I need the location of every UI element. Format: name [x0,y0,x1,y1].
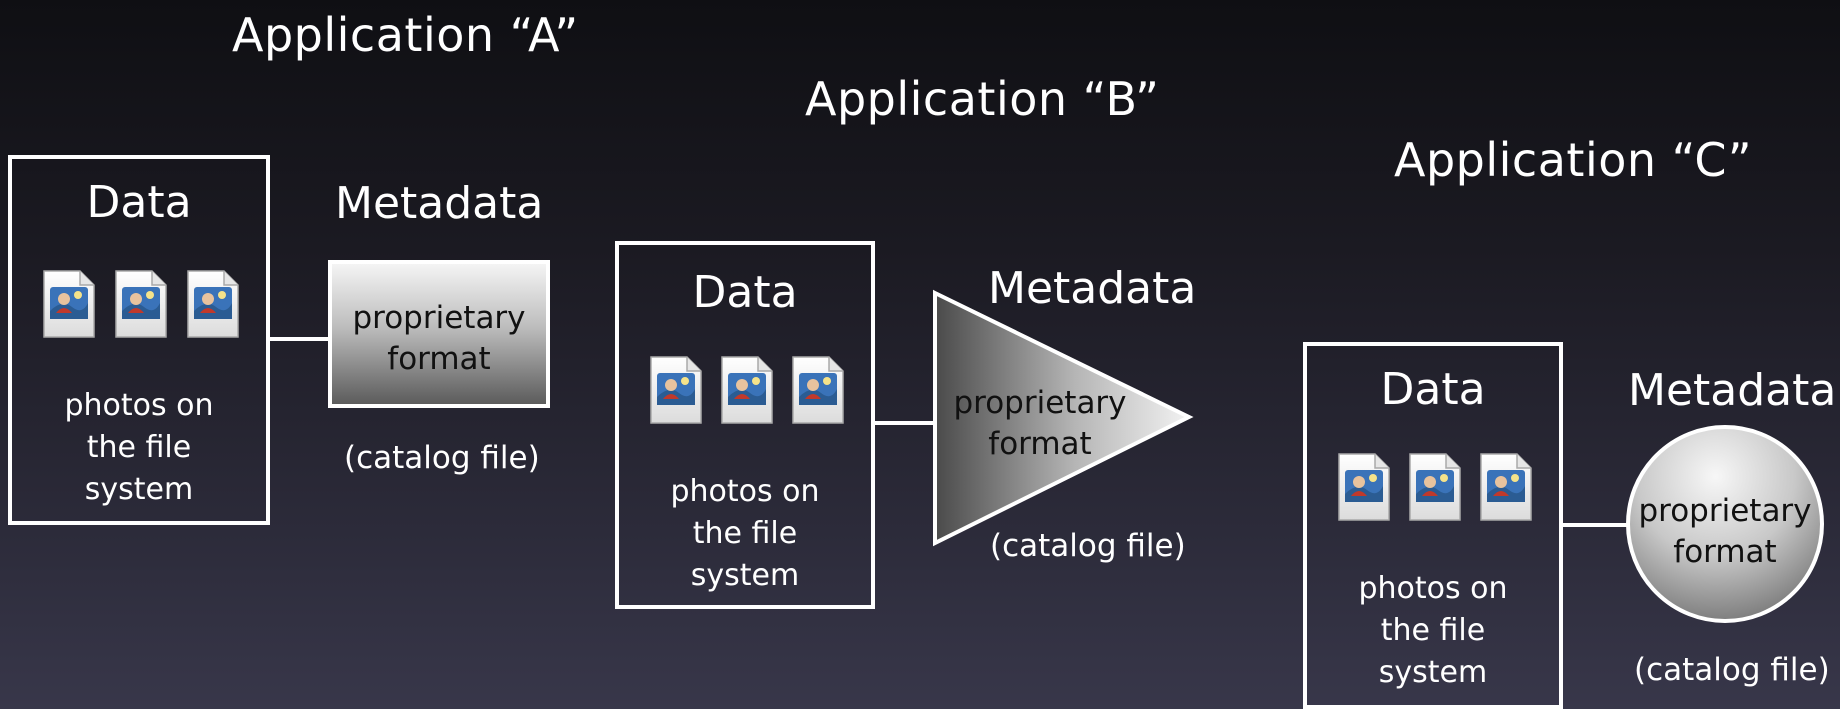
data-box-b: Data photos on the file system [615,241,875,609]
data-box-c: Data photos on the file system [1303,342,1563,709]
metadata-triangle-b [933,289,1194,547]
data-label-b: Data [692,267,798,318]
jpeg-file-icon [42,269,96,339]
format-line: proprietary [953,385,1127,421]
format-text-b: proprietary format [940,383,1140,465]
catalog-label-c: (catalog file) [1634,652,1830,688]
jpeg-file-icon [114,269,168,339]
format-line: format [387,341,491,377]
format-text-c: proprietary format [1630,491,1820,573]
data-box-a: Data photos on the file system [8,155,270,525]
format-line: proprietary [352,300,526,336]
metadata-label-a: Metadata [335,178,544,229]
format-line: proprietary [1638,493,1812,529]
jpeg-file-icon [1337,452,1391,522]
format-line: format [988,426,1092,462]
photos-caption-line: the file [692,516,798,551]
metadata-circle-c: proprietary format [1626,425,1824,623]
application-b-title: Application “B” [805,72,1160,126]
photos-caption-a: photos on the file system [12,385,266,511]
photos-caption-line: system [1378,655,1488,690]
photos-caption-line: photos on [1358,571,1508,606]
connector-line-b [875,421,937,425]
metadata-label-c: Metadata [1628,365,1837,416]
photos-caption-line: system [690,558,800,593]
jpeg-file-icon [791,355,845,425]
format-line: format [1673,534,1777,570]
metadata-label-b: Metadata [988,263,1197,314]
connector-line-a [270,337,330,341]
application-a-title: Application “A” [232,8,579,62]
jpeg-file-icon [1408,452,1462,522]
metadata-rectangle-a: proprietary format [328,260,550,408]
jpeg-file-icon [649,355,703,425]
catalog-label-a: (catalog file) [344,440,540,476]
jpeg-file-icon [186,269,240,339]
jpeg-file-icon [720,355,774,425]
data-label-a: Data [86,177,192,228]
photos-caption-line: the file [1380,613,1486,648]
data-label-c: Data [1380,364,1486,415]
photos-caption-line: system [84,472,194,507]
photos-caption-line: the file [86,430,192,465]
catalog-label-b: (catalog file) [990,528,1186,564]
jpeg-file-icon [1479,452,1533,522]
photos-caption-line: photos on [670,474,820,509]
application-c-title: Application “C” [1394,133,1753,187]
photos-caption-c: photos on the file system [1307,568,1559,694]
format-text-a: proprietary format [332,298,546,380]
photos-caption-line: photos on [64,388,214,423]
photos-caption-b: photos on the file system [619,471,871,597]
connector-line-c [1563,523,1629,527]
